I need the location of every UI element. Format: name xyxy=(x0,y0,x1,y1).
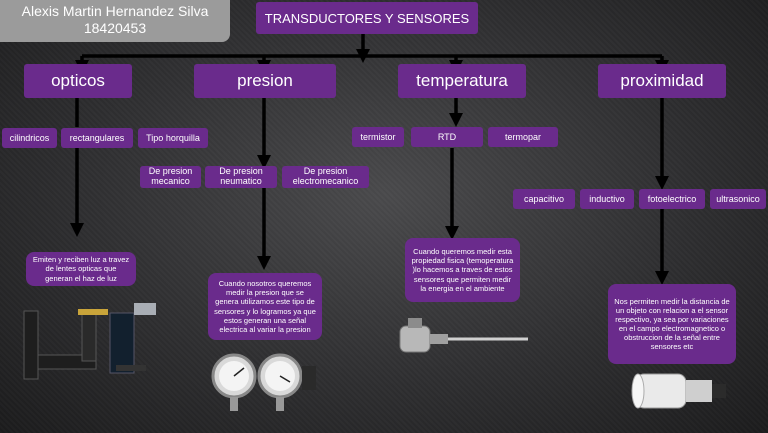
pressure-gauge-image xyxy=(211,353,316,411)
subtype-tipo-horquilla: Tipo horquilla xyxy=(138,128,208,148)
subtype-fotoelectrico: fotoelectrico xyxy=(639,189,705,209)
author-badge: Alexis Martin Hernandez Silva 18420453 xyxy=(0,0,230,42)
subtype-termistor: termistor xyxy=(352,127,404,147)
subtype-presion-neumatico: De presion neumatico xyxy=(205,166,277,188)
subtype-capacitivo: capacitivo xyxy=(513,189,575,209)
subtype-inductivo: inductivo xyxy=(580,189,634,209)
optical-sensor-image xyxy=(23,303,156,380)
diagram-title: TRANSDUCTORES Y SENSORES xyxy=(256,2,478,34)
description-presion: Cuando nosotros queremos medir la presio… xyxy=(208,273,322,340)
proximity-sensor-image xyxy=(631,373,726,409)
category-proximidad: proximidad xyxy=(598,64,726,98)
subtype-termopar: termopar xyxy=(488,127,558,147)
description-proximidad: Nos permiten medir la distancia de un ob… xyxy=(608,284,736,364)
category-opticos: opticos xyxy=(24,64,132,98)
temperature-probe-image xyxy=(399,318,528,353)
category-presion: presion xyxy=(194,64,336,98)
subtype-presion-mecanico: De presion mecanico xyxy=(140,166,201,188)
category-temperatura: temperatura xyxy=(398,64,526,98)
subtype-cilindricos: cilindricos xyxy=(2,128,57,148)
subtype-rtd: RTD xyxy=(411,127,483,147)
subtype-presion-electromecanico: De presion electromecanico xyxy=(282,166,369,188)
subtype-rectangulares: rectangulares xyxy=(61,128,133,148)
author-id: 18420453 xyxy=(83,20,147,36)
description-opticos: Emiten y reciben luz a travez de lentes … xyxy=(26,252,136,286)
description-temperatura: Cuando queremos medir esta propiedad fis… xyxy=(405,238,520,302)
subtype-ultrasonico: ultrasonico xyxy=(710,189,766,209)
author-name: Alexis Martin Hernandez Silva xyxy=(21,3,209,19)
